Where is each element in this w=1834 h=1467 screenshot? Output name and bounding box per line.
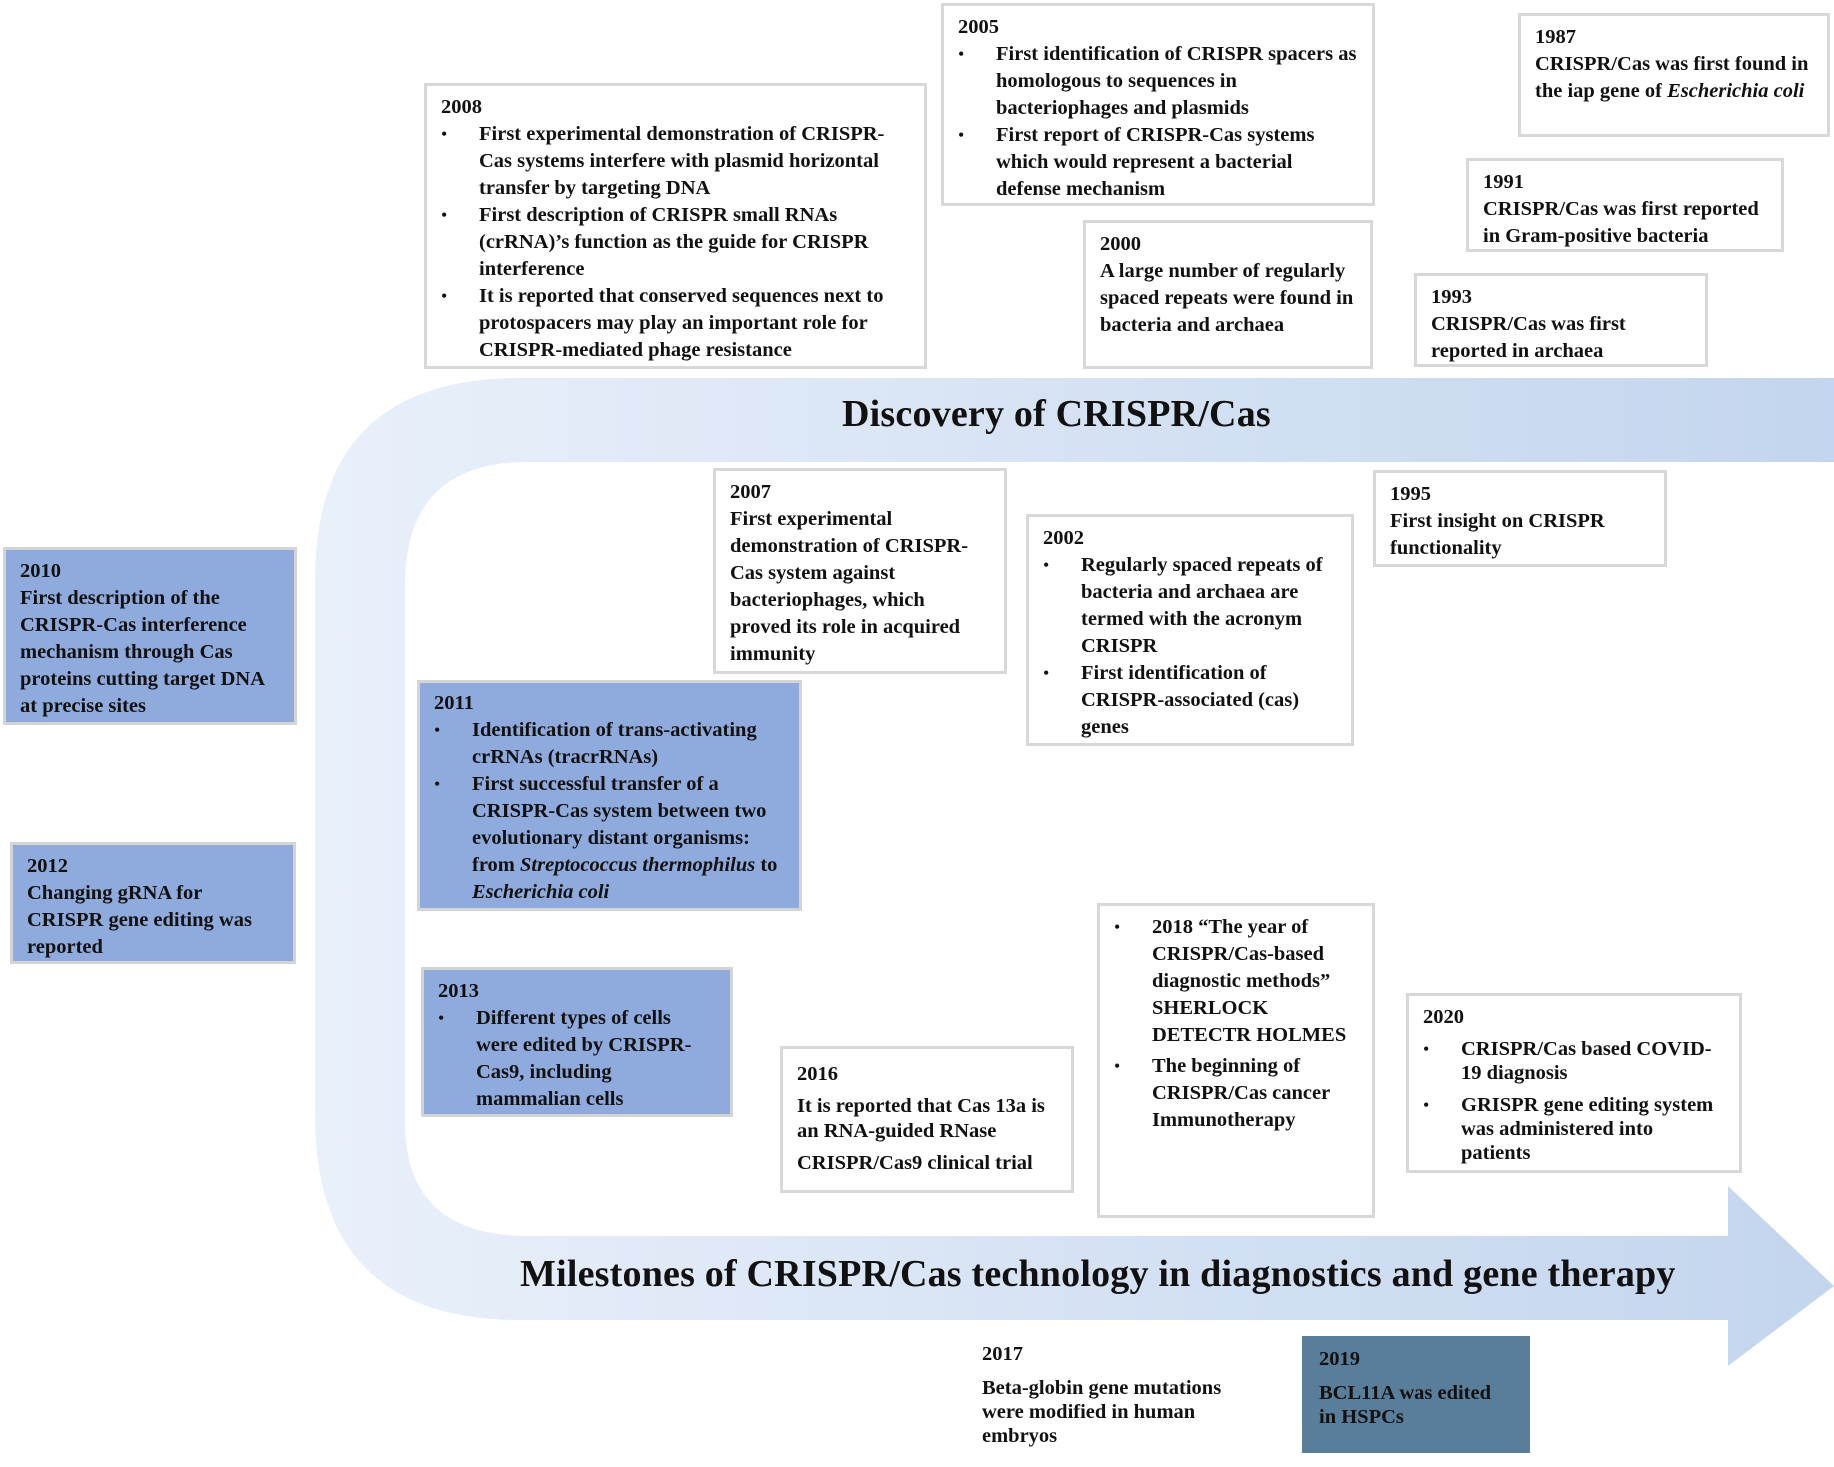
event-year: 2005	[958, 16, 999, 38]
event-item: CRISPR/Cas based COVID-19 diagnosis	[1423, 1037, 1725, 1085]
event-2007: 2007 First experimental demonstration of…	[713, 468, 1007, 674]
event-year: 2013	[438, 980, 479, 1002]
event-year: 2011	[434, 692, 474, 714]
arrow-shape	[315, 378, 1834, 1366]
event-text: CRISPR/Cas9 clinical trial	[797, 1152, 1033, 1174]
event-2018: 2018 “The year of CRISPR/Cas-based diagn…	[1097, 903, 1375, 1218]
event-year: 1995	[1390, 483, 1431, 505]
event-2016: 2016 It is reported that Cas 13a is an R…	[780, 1046, 1074, 1193]
event-year: 2020	[1423, 1006, 1464, 1028]
event-item-text: First successful transfer of a CRISPR-Ca…	[472, 773, 767, 876]
event-text: CRISPR/Cas was first found in the iap ge…	[1535, 53, 1809, 102]
event-year: 2017	[982, 1343, 1023, 1365]
event-2019: 2019 BCL11A was edited in HSPCs	[1302, 1336, 1530, 1453]
event-italic: Escherichia coli	[472, 881, 610, 903]
event-2008: 2008 First experimental demonstration of…	[424, 83, 927, 369]
event-text: CRISPR/Cas was first reported in archaea	[1431, 313, 1626, 362]
event-year: 2000	[1100, 233, 1141, 255]
event-year: 2008	[441, 96, 482, 118]
event-item-text: to	[755, 854, 778, 876]
event-year: 2012	[27, 855, 68, 877]
event-item: First experimental demonstration of CRIS…	[441, 121, 910, 202]
event-1987: 1987 CRISPR/Cas was first found in the i…	[1518, 13, 1830, 137]
event-year: 1991	[1483, 171, 1524, 193]
event-1995: 1995 First insight on CRISPR functionali…	[1373, 470, 1667, 567]
event-2017: 2017 Beta-globin gene mutations were mod…	[968, 1338, 1238, 1466]
event-item: 2018 “The year of CRISPR/Cas-based diagn…	[1114, 914, 1358, 1049]
event-item: First report of CRISPR-Cas systems which…	[958, 122, 1358, 203]
event-text: Changing gRNA for CRISPR gene editing wa…	[27, 882, 252, 958]
event-2011: 2011 Identification of trans-activating …	[417, 680, 802, 911]
event-2000: 2000 A large number of regularly spaced …	[1083, 220, 1373, 369]
event-year: 2016	[797, 1063, 838, 1085]
event-text: BCL11A was edited in HSPCs	[1319, 1382, 1491, 1428]
event-2005: 2005 First identification of CRISPR spac…	[941, 3, 1375, 206]
event-2012: 2012 Changing gRNA for CRISPR gene editi…	[10, 842, 296, 964]
event-text: It is reported that Cas 13a is an RNA-gu…	[797, 1095, 1045, 1142]
event-item: First successful transfer of a CRISPR-Ca…	[434, 771, 785, 906]
event-item: First identification of CRISPR-associate…	[1043, 660, 1337, 741]
event-1991: 1991 CRISPR/Cas was first reported in Gr…	[1466, 158, 1784, 252]
event-item: Regularly spaced repeats of bacteria and…	[1043, 552, 1337, 660]
event-year: 1993	[1431, 286, 1472, 308]
event-item: GRISPR gene editing system was administe…	[1423, 1093, 1725, 1165]
event-text: First description of the CRISPR-Cas inte…	[20, 587, 264, 717]
event-text: CRISPR/Cas was first reported in Gram-po…	[1483, 198, 1759, 247]
event-2002: 2002 Regularly spaced repeats of bacteri…	[1026, 514, 1354, 746]
event-text: First insight on CRISPR functionality	[1390, 510, 1605, 559]
event-text: A large number of regularly spaced repea…	[1100, 260, 1354, 336]
event-item: First description of CRISPR small RNAs (…	[441, 202, 910, 283]
event-item: The beginning of CRISPR/Cas cancer Immun…	[1114, 1053, 1358, 1134]
event-item: Identification of trans-activating crRNA…	[434, 717, 785, 771]
event-text: Beta-globin gene mutations were modified…	[982, 1377, 1222, 1447]
event-year: 2007	[730, 481, 771, 503]
event-year: 2002	[1043, 527, 1084, 549]
discovery-banner: Discovery of CRISPR/Cas	[842, 393, 1271, 435]
event-2013: 2013 Different types of cells were edite…	[421, 967, 733, 1117]
event-year: 2010	[20, 560, 61, 582]
milestones-banner: Milestones of CRISPR/Cas technology in d…	[520, 1253, 1676, 1295]
event-year: 2019	[1319, 1348, 1360, 1370]
event-text: First experimental demonstration of CRIS…	[730, 508, 969, 665]
event-2010: 2010 First description of the CRISPR-Cas…	[3, 547, 297, 725]
event-item: It is reported that conserved sequences …	[441, 283, 910, 364]
event-1993: 1993 CRISPR/Cas was first reported in ar…	[1414, 273, 1708, 367]
event-italic: Escherichia coli	[1667, 80, 1805, 102]
event-year: 1987	[1535, 26, 1576, 48]
event-item: First identification of CRISPR spacers a…	[958, 41, 1358, 122]
event-2020: 2020 CRISPR/Cas based COVID-19 diagnosis…	[1406, 993, 1742, 1173]
event-item: Different types of cells were edited by …	[438, 1005, 716, 1113]
event-italic: Streptococcus thermophilus	[520, 854, 756, 876]
